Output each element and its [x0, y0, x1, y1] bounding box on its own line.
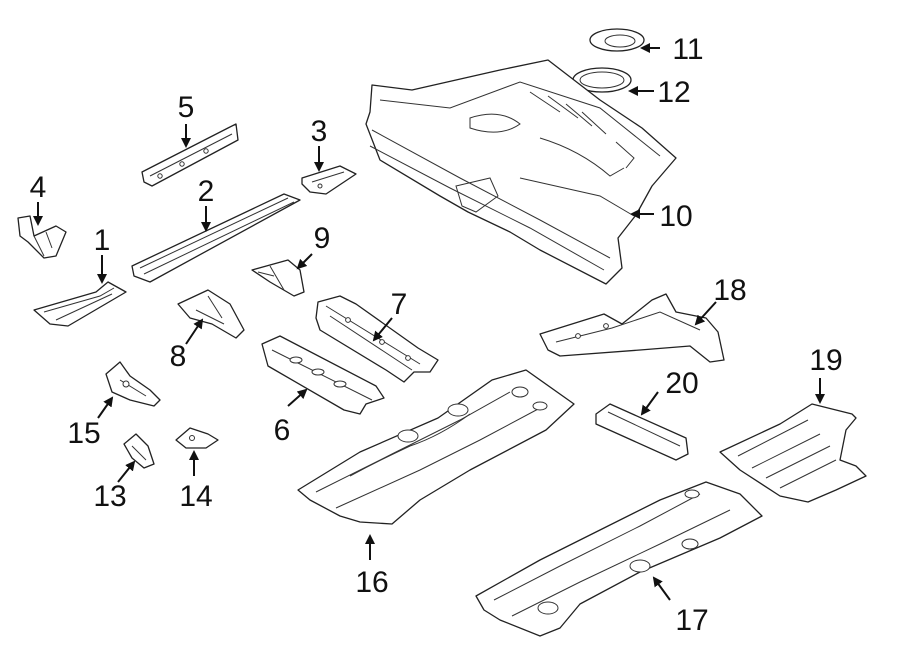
- callout-15: 15: [67, 417, 100, 450]
- callout-12: 12: [657, 76, 690, 109]
- part-9-bracket: [251, 259, 305, 297]
- callout-8: 8: [170, 340, 187, 373]
- callout-6: 6: [274, 414, 291, 447]
- callout-2: 2: [198, 175, 215, 208]
- callout-10: 10: [659, 200, 692, 233]
- callout-9: 9: [314, 222, 331, 255]
- part-18-reinforcement: [539, 293, 725, 363]
- part-16-floor-pan: [297, 369, 575, 525]
- part-20-reinforcement: [595, 403, 689, 461]
- callout-3: 3: [311, 115, 328, 148]
- part-1-sill: [33, 281, 127, 327]
- callout-4: 4: [30, 171, 47, 204]
- callout-7: 7: [391, 288, 408, 321]
- part-12-ring: [572, 67, 632, 93]
- callout-11: 11: [672, 33, 703, 66]
- callout-labels: 5 3 4 2 1 9 8 7 6 11 12 10 18 19 20 15 1…: [30, 33, 843, 637]
- part-17-floor-pan: [475, 481, 763, 637]
- callout-20: 20: [665, 367, 698, 400]
- part-3-bracket: [301, 165, 357, 195]
- part-13-bracket: [123, 433, 155, 469]
- part-11-plug: [589, 28, 645, 52]
- part-14-bracket: [175, 427, 219, 449]
- callout-18: 18: [713, 274, 746, 307]
- callout-1: 1: [94, 224, 111, 257]
- part-19-panel: [719, 403, 867, 503]
- part-6-crossmember: [261, 335, 385, 415]
- callout-14: 14: [179, 480, 212, 513]
- part-8-bracket: [177, 289, 245, 339]
- leader-lines: [33, 43, 825, 601]
- callout-13: 13: [93, 480, 126, 513]
- part-4-bracket: [17, 215, 67, 259]
- callout-16: 16: [355, 566, 388, 599]
- callout-17: 17: [675, 604, 708, 637]
- callout-19: 19: [809, 344, 842, 377]
- part-5-rail: [141, 123, 239, 187]
- callout-5: 5: [178, 91, 195, 124]
- part-2-rail: [131, 193, 301, 283]
- part-15-bracket: [105, 361, 161, 407]
- part-10-rear-floor: [365, 59, 677, 285]
